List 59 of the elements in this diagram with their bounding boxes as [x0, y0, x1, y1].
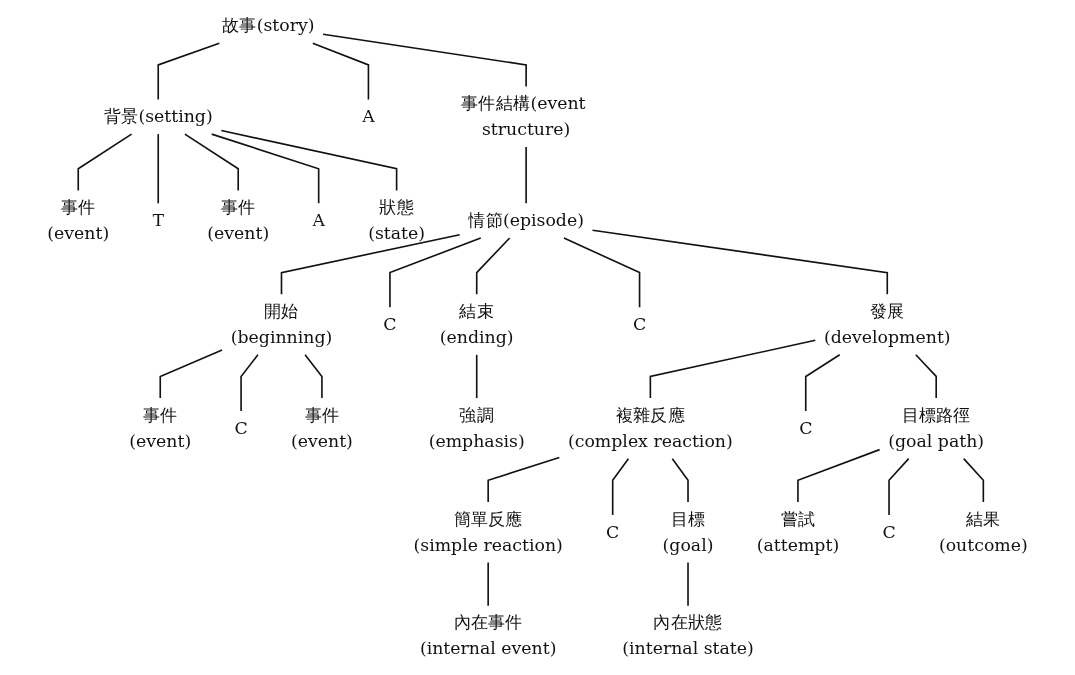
connector — [914, 354, 937, 399]
connector — [157, 133, 159, 205]
connector — [797, 448, 881, 503]
connector — [389, 237, 482, 308]
node-text: 情節(episode) — [468, 209, 584, 231]
node-text: 目標路徑 (goal path) — [888, 404, 985, 452]
connector — [804, 354, 841, 412]
node-text: C — [799, 417, 813, 439]
node-text: A — [312, 209, 325, 231]
node-text: 結果 (outcome) — [938, 508, 1028, 555]
connector — [687, 561, 689, 607]
connector — [487, 561, 489, 607]
node-text: 事件 (event) — [207, 196, 270, 244]
node-text: 故事(story) — [221, 15, 315, 36]
node-text: A — [362, 106, 375, 127]
node-text: 事件 (event) — [47, 196, 110, 244]
connector — [280, 233, 461, 296]
node-text: 簡單反應 (simple reaction) — [413, 508, 563, 555]
node-text: 事件結構(event structure) — [461, 93, 586, 140]
connector — [304, 354, 323, 399]
node-text: C — [632, 313, 647, 335]
connector — [475, 237, 511, 296]
node-text: 內在狀態 (internal state) — [622, 612, 754, 659]
node-text: 發展 (development) — [823, 300, 951, 348]
node-text: 事件 (event) — [129, 404, 192, 452]
node-text: 內在事件 (internal event) — [419, 612, 557, 659]
node-text: C — [606, 521, 620, 542]
node-text: C — [234, 417, 248, 439]
connector — [157, 42, 221, 101]
connector — [311, 42, 370, 101]
node-text: 背景(setting) — [103, 106, 213, 127]
connector — [220, 129, 398, 192]
connector — [525, 146, 527, 205]
node-text: 事件 (event) — [290, 404, 353, 452]
connector — [77, 133, 133, 192]
node-text: 結束 (ending) — [439, 300, 514, 348]
connector — [563, 237, 641, 308]
connector — [184, 133, 239, 192]
connector — [159, 349, 223, 399]
connector — [671, 457, 689, 503]
connector — [210, 133, 320, 205]
node-text: T — [152, 209, 164, 231]
connector — [962, 457, 985, 503]
connector — [591, 229, 889, 296]
connector — [649, 339, 817, 399]
node-text: 開始 (beginning) — [230, 300, 333, 348]
connector — [322, 33, 527, 88]
connector — [611, 457, 630, 516]
node-text: C — [383, 313, 397, 335]
connector — [475, 354, 478, 399]
node-text: 目標 (goal) — [662, 508, 714, 555]
connector — [487, 456, 561, 503]
connector — [888, 457, 910, 516]
node-text: 複雜反應 (complex reaction) — [567, 404, 733, 452]
node-text: 嘗試 (attempt) — [756, 508, 840, 555]
node-text: C — [882, 521, 896, 542]
node-text: 狀態 (state) — [368, 196, 426, 244]
node-text: 強調 (emphasis) — [428, 404, 525, 452]
connector — [240, 354, 259, 412]
